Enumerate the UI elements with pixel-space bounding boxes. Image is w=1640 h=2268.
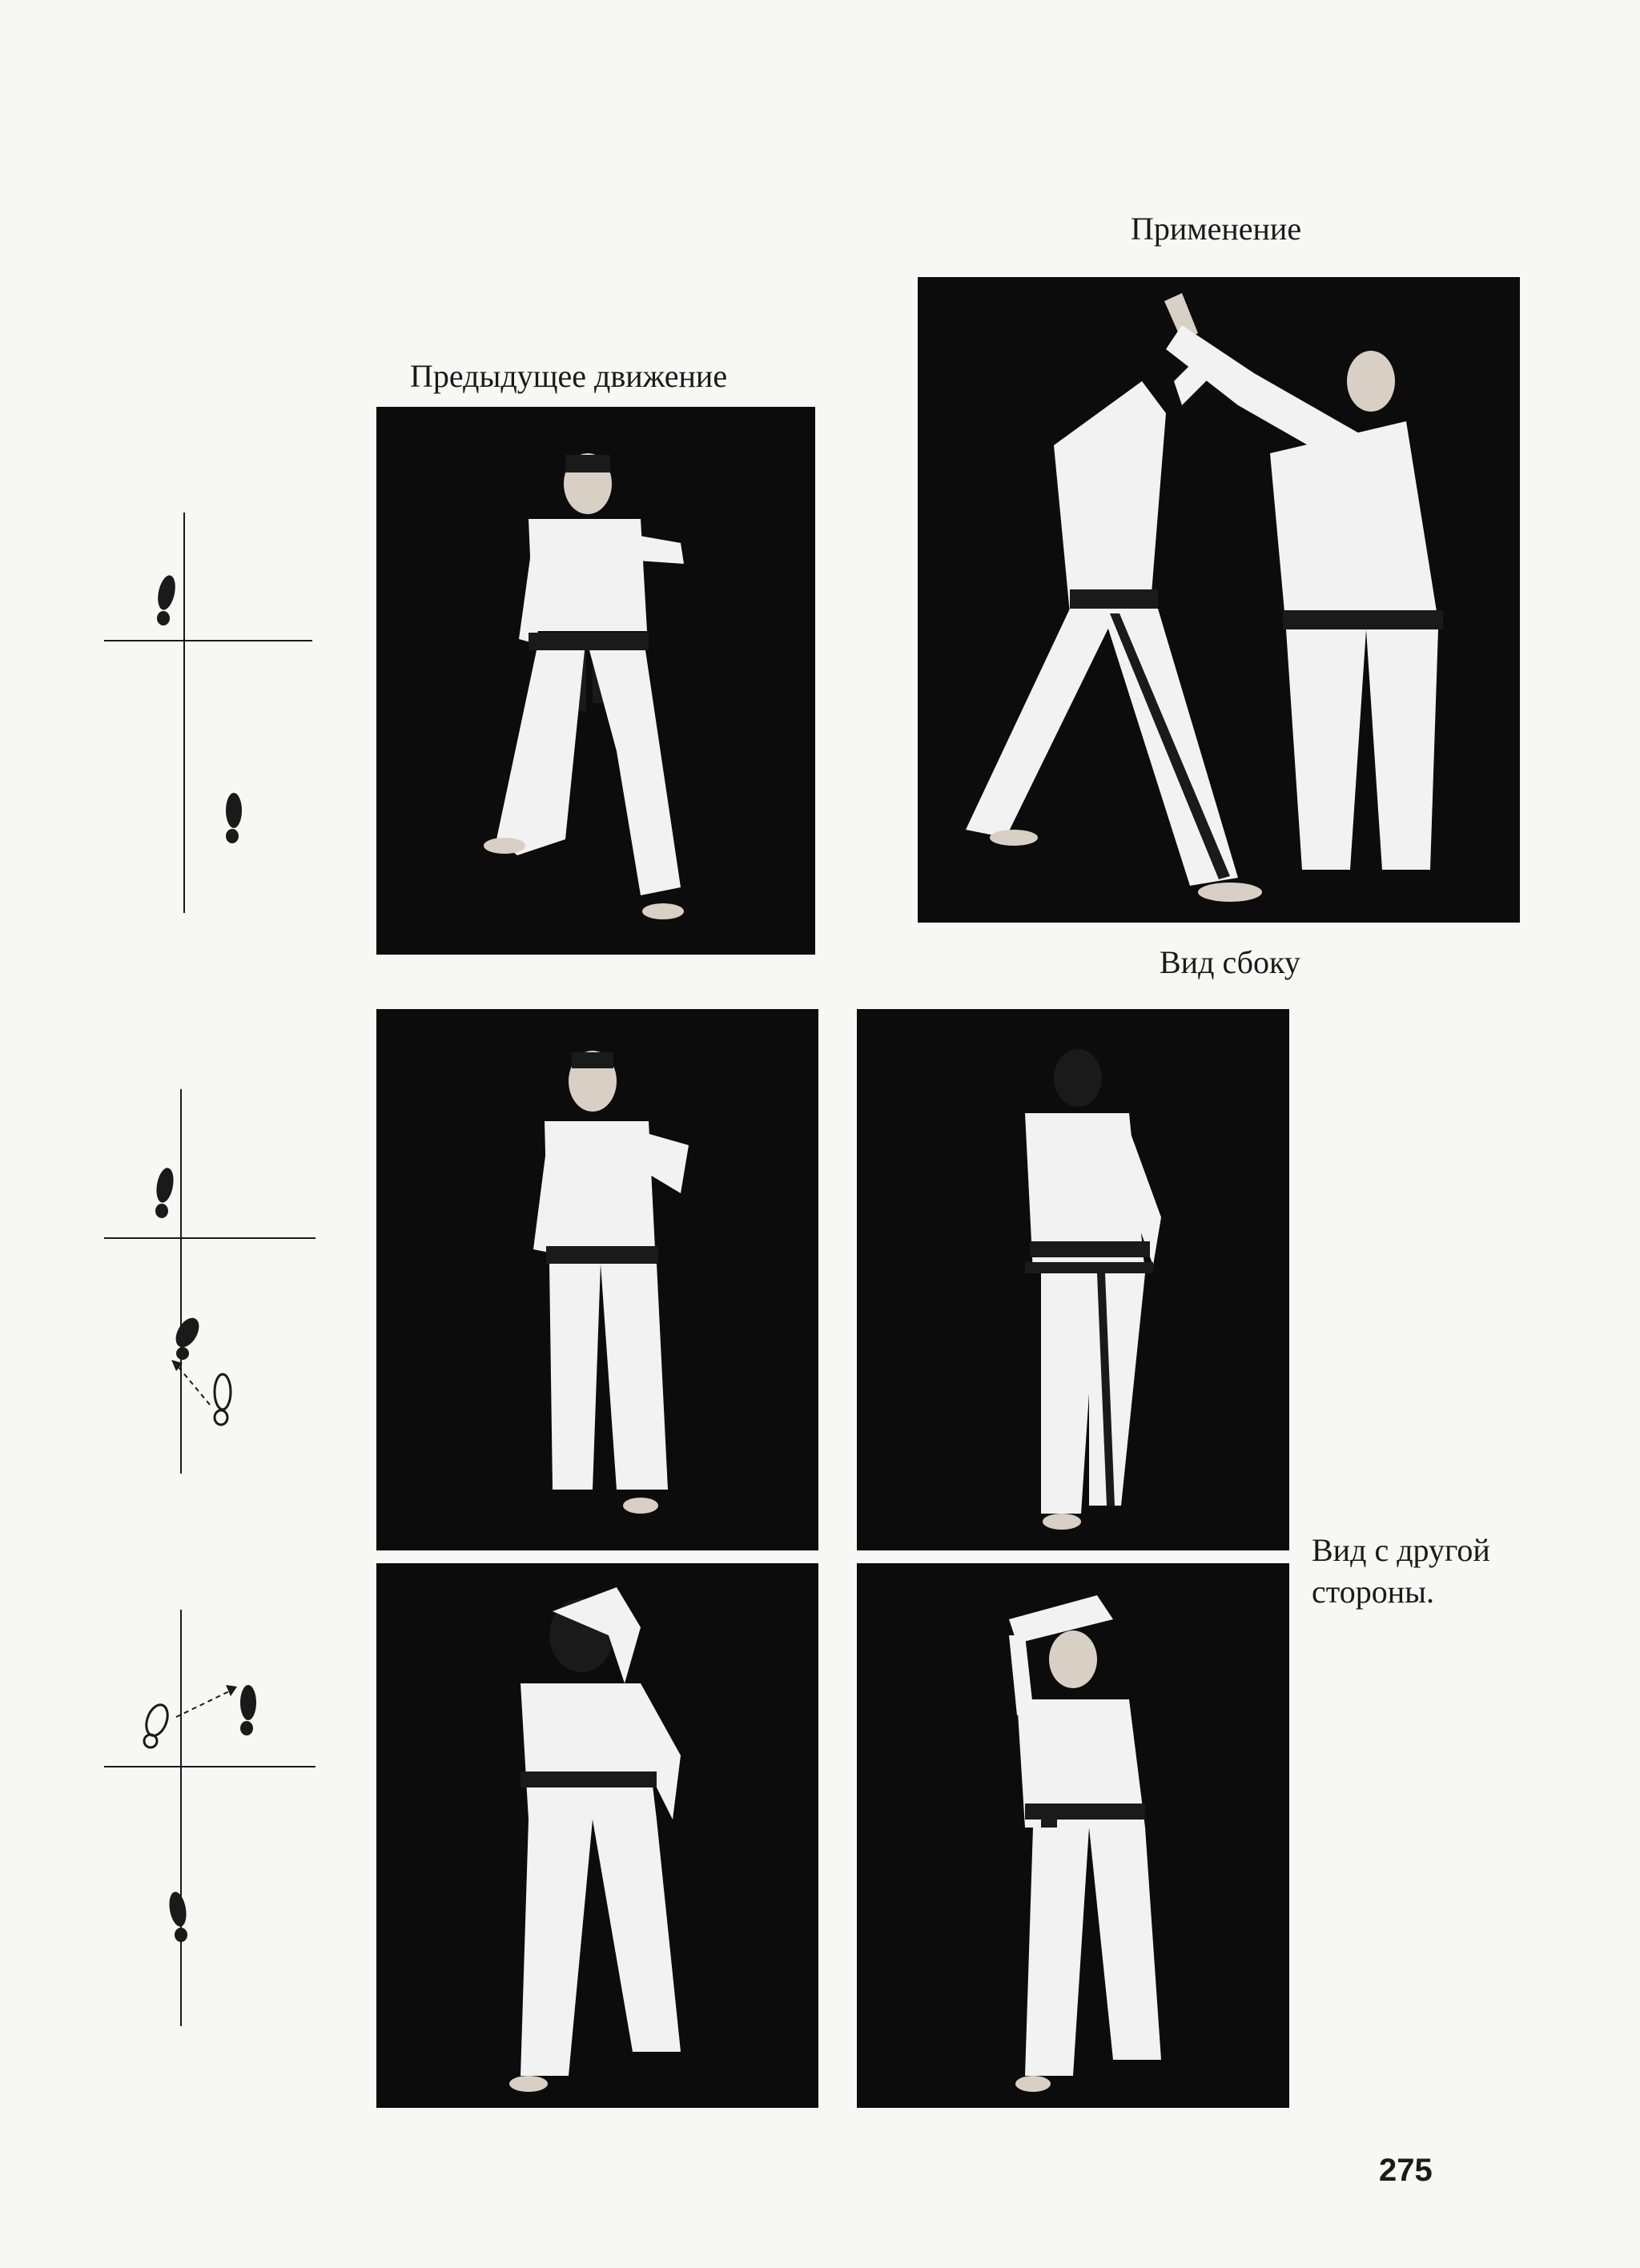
figure-step1-side: [1025, 1049, 1161, 1530]
footprint-icon: [175, 1317, 199, 1360]
footwork-diagram-1: [104, 513, 312, 913]
photo-step1-side: [857, 1009, 1289, 1550]
figure-step2-front: [1009, 1595, 1161, 2092]
photo-step1-front: [376, 1009, 818, 1550]
figure-step1-front: [533, 1051, 689, 1514]
caption-side-view: Вид сбоку: [1160, 944, 1300, 980]
arrowhead-icon: [171, 1360, 183, 1371]
footprint-icon: [169, 1892, 187, 1942]
footwork-diagram-2: [104, 1089, 316, 1474]
caption-application: Применение: [1131, 211, 1302, 247]
photo-application: [918, 277, 1520, 923]
foot-diagram-step2: [104, 1610, 320, 2034]
footprint-icon: [226, 793, 242, 843]
footprint-icon: [157, 575, 175, 625]
figure-step2-back: [509, 1587, 681, 2092]
photo-step2-back: [376, 1563, 818, 2108]
caption-previous-move: Предыдущее движение: [410, 358, 728, 394]
photo-previous-move: [376, 407, 815, 955]
caption-other-side-view: Вид с другой стороны.: [1312, 1532, 1490, 1610]
arrowhead-icon: [226, 1685, 237, 1696]
arrow-icon: [175, 1691, 230, 1718]
figure-application-pair: [966, 293, 1443, 902]
photo-step2-front: [857, 1563, 1289, 2108]
footprint-icon: [240, 1685, 256, 1735]
footwork-diagram-3: [104, 1610, 316, 2026]
foot-diagram-previous-move: [104, 513, 320, 929]
footprint-outline-icon: [143, 1703, 169, 1749]
footprint-outline-icon: [213, 1373, 232, 1426]
page-number: 275: [1379, 2153, 1433, 2188]
figure-front-stance: [484, 453, 684, 919]
footprint-icon: [155, 1168, 174, 1218]
foot-diagram-step1: [104, 1089, 320, 1490]
arrow-icon: [177, 1365, 211, 1405]
